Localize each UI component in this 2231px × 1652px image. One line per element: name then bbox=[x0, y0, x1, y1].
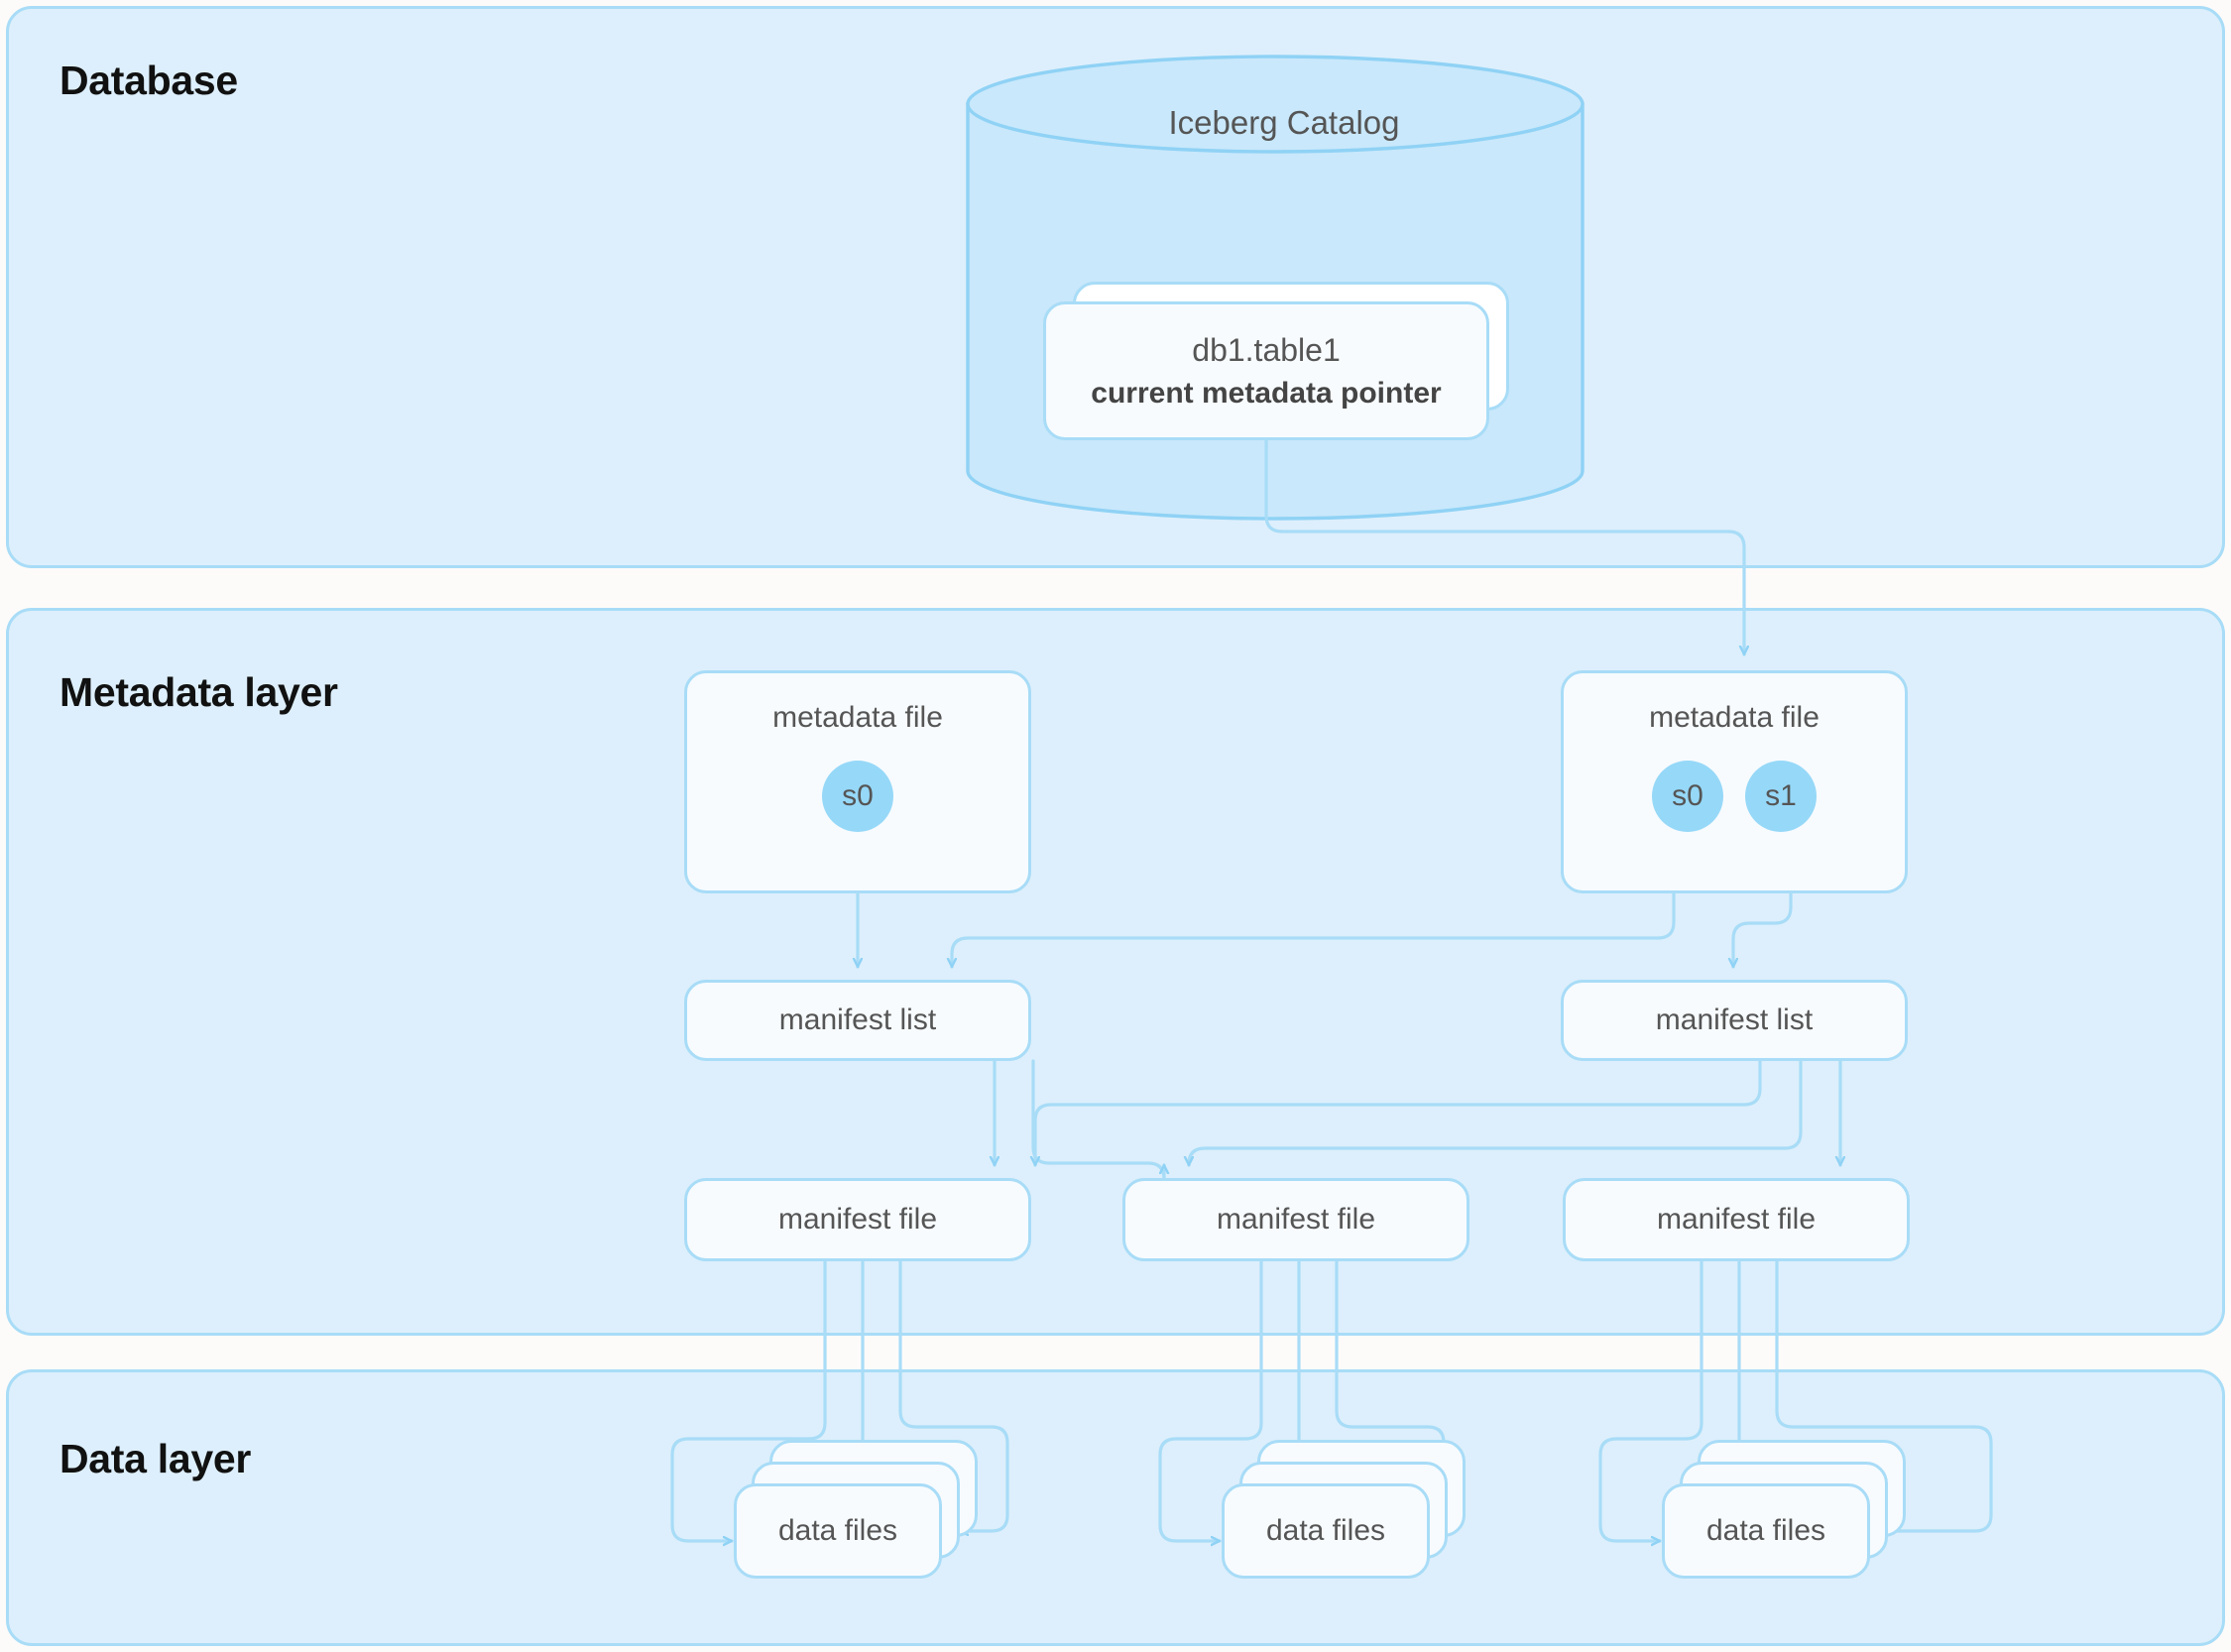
metadata-file-1-snapshots: s0 bbox=[822, 761, 893, 832]
section-title-data-layer: Data layer bbox=[59, 1436, 252, 1481]
data-files-3-layer-front: data files bbox=[1662, 1483, 1870, 1579]
manifest-list-1[interactable]: manifest list bbox=[684, 980, 1031, 1061]
pointer-table-name: db1.table1 bbox=[1192, 331, 1341, 368]
iceberg-catalog-title: Iceberg Catalog bbox=[1168, 104, 1400, 141]
data-files-stack-2[interactable]: data files bbox=[1222, 1440, 1469, 1579]
snapshot-s0[interactable]: s0 bbox=[822, 761, 893, 832]
snapshot-s0[interactable]: s0 bbox=[1652, 761, 1723, 832]
manifest-file-1[interactable]: manifest file bbox=[684, 1178, 1031, 1261]
manifest-file-2[interactable]: manifest file bbox=[1122, 1178, 1469, 1261]
manifest-list-2[interactable]: manifest list bbox=[1561, 980, 1908, 1061]
metadata-file-2-label: metadata file bbox=[1649, 701, 1820, 734]
data-files-stack-3[interactable]: data files bbox=[1662, 1440, 1910, 1579]
snapshot-s1[interactable]: s1 bbox=[1745, 761, 1817, 832]
data-files-1-layer-front: data files bbox=[734, 1483, 942, 1579]
current-metadata-pointer-card[interactable]: db1.table1 current metadata pointer bbox=[1043, 282, 1509, 440]
metadata-file-1[interactable]: metadata file s0 bbox=[684, 670, 1031, 893]
metadata-file-2-snapshots: s0 s1 bbox=[1652, 761, 1817, 832]
pointer-card-front-layer: db1.table1 current metadata pointer bbox=[1043, 301, 1489, 440]
metadata-file-2[interactable]: metadata file s0 s1 bbox=[1561, 670, 1908, 893]
manifest-file-3[interactable]: manifest file bbox=[1563, 1178, 1910, 1261]
metadata-file-1-label: metadata file bbox=[772, 701, 943, 734]
pointer-subtitle: current metadata pointer bbox=[1091, 376, 1442, 410]
data-files-2-layer-front: data files bbox=[1222, 1483, 1430, 1579]
section-title-database: Database bbox=[59, 58, 238, 103]
data-files-stack-1[interactable]: data files bbox=[734, 1440, 982, 1579]
section-title-metadata-layer: Metadata layer bbox=[59, 669, 338, 715]
